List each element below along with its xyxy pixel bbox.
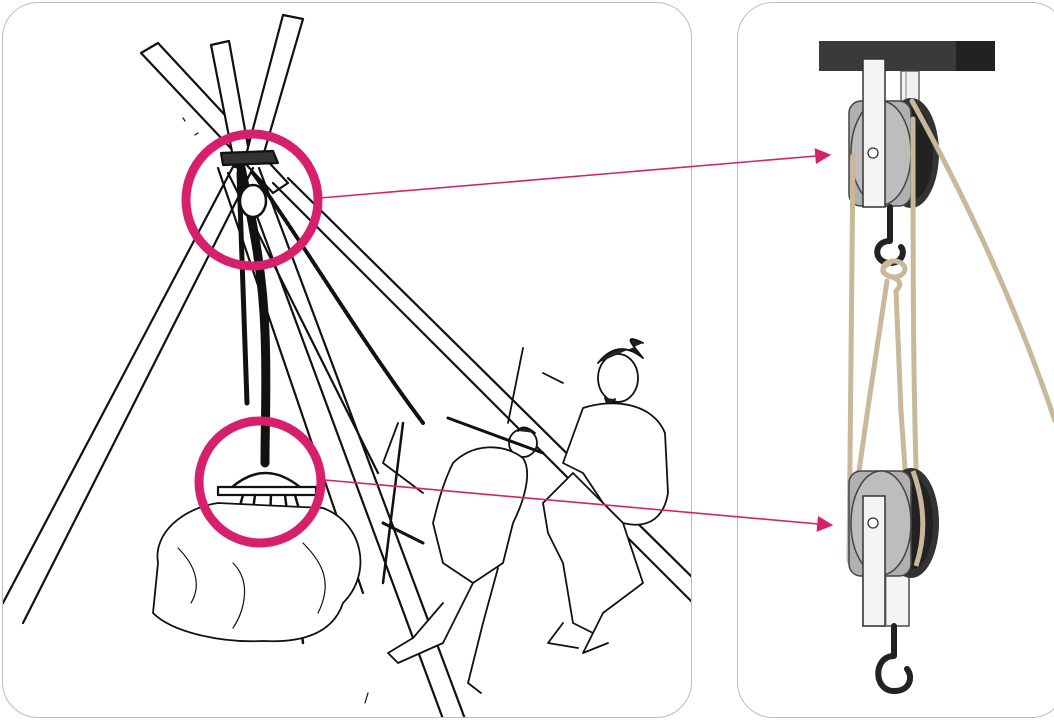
worker-right (543, 339, 668, 653)
block-and-tackle-panel (737, 2, 1054, 718)
tripod-hoist-drawing (3, 3, 692, 718)
upper-pulley (849, 59, 939, 263)
lower-pulley (849, 468, 939, 691)
ancient-hoist-panel (2, 2, 692, 718)
block-and-tackle-drawing (738, 3, 1054, 718)
rock (153, 503, 360, 641)
